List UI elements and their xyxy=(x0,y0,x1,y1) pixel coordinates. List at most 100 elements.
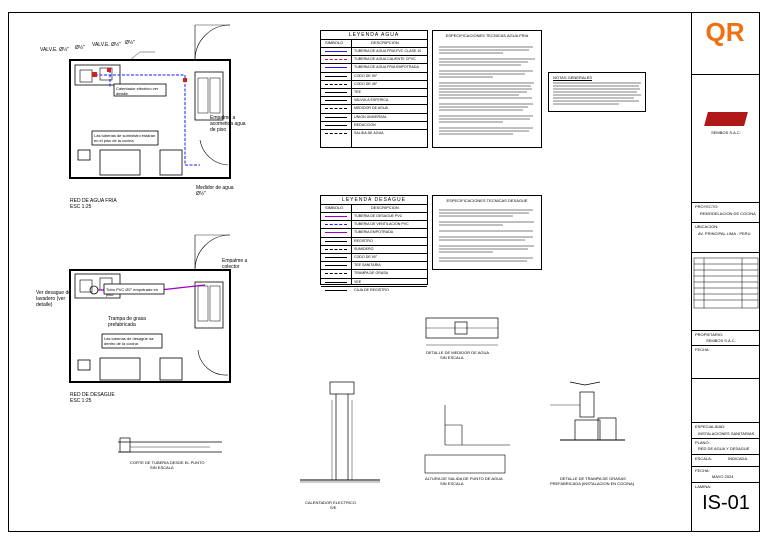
fecha-value: MAYO 2024 xyxy=(712,474,734,479)
legend-drain-row: SUMIDERO xyxy=(321,244,427,254)
detail-altura xyxy=(424,405,510,474)
detail-corte-sub: SIN ESCALA xyxy=(150,465,174,470)
callout-empalme-drain: Empalme a colector xyxy=(222,258,248,270)
ubicacion-value: AV. PRINCIPAL LIMA - PERU xyxy=(698,231,751,236)
legend-drain-label: TUBERIA DE DESAGUE PVC xyxy=(354,214,403,218)
plan-desague xyxy=(69,234,231,383)
legend-water-row: TEE xyxy=(321,88,427,97)
legend-drain-row: TRAMPA DE GRASA xyxy=(321,269,427,278)
sheet-number: IS-01 xyxy=(702,492,750,514)
detail-altura-title: ALTURA DE SALIDA DE PUNTO DE AGUA xyxy=(425,476,503,481)
legend-drain-symbol xyxy=(325,224,347,226)
legend-water-symbol xyxy=(325,133,347,134)
callout-tuberia-drain: Las tuberias de desagüe ira dentro de la… xyxy=(104,336,154,346)
notes-title: NOTAS GENERALES xyxy=(553,75,593,80)
legend-drain-row: YEE xyxy=(321,277,427,287)
legend-drain-symbol xyxy=(325,232,347,234)
legend-drain-title: LEYENDA DESAGUE xyxy=(342,197,406,203)
specs-water-text-lines xyxy=(439,46,535,135)
legend-drain-label: TUBERIA DE VENTILACION PVC xyxy=(354,222,409,227)
legend-drain-symbol xyxy=(325,248,347,250)
legend-drain-col1: SIMBOLO xyxy=(325,205,344,210)
legend-water-symbol xyxy=(325,116,347,118)
callout-tuberia-water: Las tuberias de suministro estaran en el… xyxy=(94,133,156,143)
callout-empalme: Empalme a acometida agua de piso xyxy=(210,115,246,133)
legend-water-row: TUBERIA DE AGUA FRIA PVC CLASE 10 xyxy=(321,47,427,56)
legend-water: LEYENDA AGUA SIMBOLO DESCRIPCION TUBERIA… xyxy=(320,30,428,148)
legend-water-label: REDUCCION xyxy=(354,122,376,127)
legend-water-symbol xyxy=(325,92,347,93)
callout-medidor: Medidor de agua Ø½" xyxy=(196,185,234,197)
legend-water-label: CODO DE 45° xyxy=(354,81,378,86)
legend-water-label: TUBERIA DE AGUA FRIA EMPOTRADA xyxy=(354,65,419,70)
callout-ducto-box xyxy=(103,283,165,295)
legend-drain-row: TEE SANITARIA xyxy=(321,261,427,270)
callout-ver-desague: Ver desague de lavadero (ver detalle) xyxy=(36,290,72,308)
detail-corte xyxy=(118,437,222,453)
legend-water-title: LEYENDA AGUA xyxy=(348,32,400,38)
ubicacion-label: UBICACION: xyxy=(695,224,719,229)
legend-water-symbol xyxy=(325,83,347,85)
detail-medidor-sub: SIN ESCALA xyxy=(440,355,464,360)
legend-drain-row: TUBERIA DE VENTILACION PVC xyxy=(321,220,427,229)
legend-water-row: CODO DE 45° xyxy=(321,79,427,89)
detail-calentador-title: CALENTADOR ELECTRICO xyxy=(305,500,357,505)
specs-drain-title: ESPECIFICACIONES TECNICAS DESAGUE xyxy=(446,198,528,203)
legend-drain-symbol xyxy=(325,240,347,242)
legend-water-label: UNION UNIVERSAL xyxy=(354,114,387,119)
detail-corte-title: CORTE DE TUBERIA DESDE EL PUNTO xyxy=(130,460,205,465)
legend-water-row: UNION UNIVERSAL xyxy=(321,112,427,122)
legend-drain-symbol xyxy=(325,216,347,217)
title-block: QR SEMBOS S.A.C. PROYECTO: REMODELACION … xyxy=(691,12,760,532)
legend-water-symbol xyxy=(325,108,347,110)
legend-drain-label: TUBERIA EMPOTRADA xyxy=(354,230,394,235)
legend-drain-symbol xyxy=(325,265,347,267)
legend-water-label: TEE xyxy=(354,90,361,94)
legend-drain-label: TRAMPA DE GRASA xyxy=(354,271,389,276)
legend-water-col2: DESCRIPCION xyxy=(371,40,399,45)
plan-drain-scale: ESC 1:25 xyxy=(70,398,92,404)
legend-drain-col2: DESCRIPCION xyxy=(371,205,399,210)
callout-tuberia-drain-box xyxy=(101,333,163,349)
legend-drain-label: CAJA DE REGISTRO xyxy=(354,287,389,292)
callout-tuberia-box xyxy=(91,130,159,146)
propietario-value: SEMBOS S.A.C. xyxy=(706,338,736,343)
fecha-label-2: FECHA: xyxy=(695,468,710,473)
detail-medidor xyxy=(425,317,499,346)
fecha-label: FECHA: xyxy=(695,347,710,352)
plan-water-title: RED DE AGUA FRIA xyxy=(70,198,117,204)
legend-water-symbol xyxy=(325,124,347,126)
specs-water: ESPECIFICACIONES TECNICAS AGUA FRIA xyxy=(432,30,542,148)
detail-calentador-sub: S/E xyxy=(330,505,337,510)
legend-water-row: VALVULA ESFERICA xyxy=(321,96,427,105)
detail-trampa xyxy=(550,381,625,441)
callout-calentador-box xyxy=(113,83,167,97)
legend-water-symbol xyxy=(325,59,347,61)
callout-ducto: Tubo PVC Ø2" empotrado en piso xyxy=(106,287,158,297)
legend-drain-row: TUBERIA DE DESAGUE PVC xyxy=(321,212,427,221)
specs-drain-text-lines xyxy=(439,209,534,262)
escala-value: INDICADA xyxy=(728,456,748,461)
legend-water-symbol xyxy=(325,51,347,52)
legend-drain-row: CAJA DE REGISTRO xyxy=(321,285,427,295)
escala-label: ESCALA: xyxy=(695,456,712,461)
legend-drain-symbol xyxy=(325,289,347,291)
legend-drain-row: CODO DE 90° xyxy=(321,253,427,262)
legend-water-row: CODO DE 90° xyxy=(321,71,427,81)
legend-water-label: CODO DE 90° xyxy=(354,73,378,78)
legend-drain-symbol xyxy=(325,257,347,258)
legend-water-row: MEDIDOR DE AGUA xyxy=(321,104,427,113)
valve-label-1: VALV.E. Ø½" xyxy=(40,47,69,53)
notes-box: NOTAS GENERALES xyxy=(548,72,646,112)
valve-label-2: VALV.E. Ø½" xyxy=(92,42,121,48)
revision-table xyxy=(693,257,759,309)
logo-text: QR xyxy=(705,17,745,47)
detail-calentador xyxy=(300,381,380,483)
drawing-sheet xyxy=(8,12,760,532)
especialidad-label: ESPECIALIDAD: xyxy=(695,424,726,429)
legend-drain-symbol xyxy=(325,281,347,283)
legend-water-row: REDUCCION xyxy=(321,120,427,130)
plan-water-scale: ESC 1:25 xyxy=(70,204,92,210)
legend-water-row: TUBERIA DE AGUA CALIENTE CPVC xyxy=(321,55,427,64)
notes-text-lines xyxy=(553,82,641,105)
